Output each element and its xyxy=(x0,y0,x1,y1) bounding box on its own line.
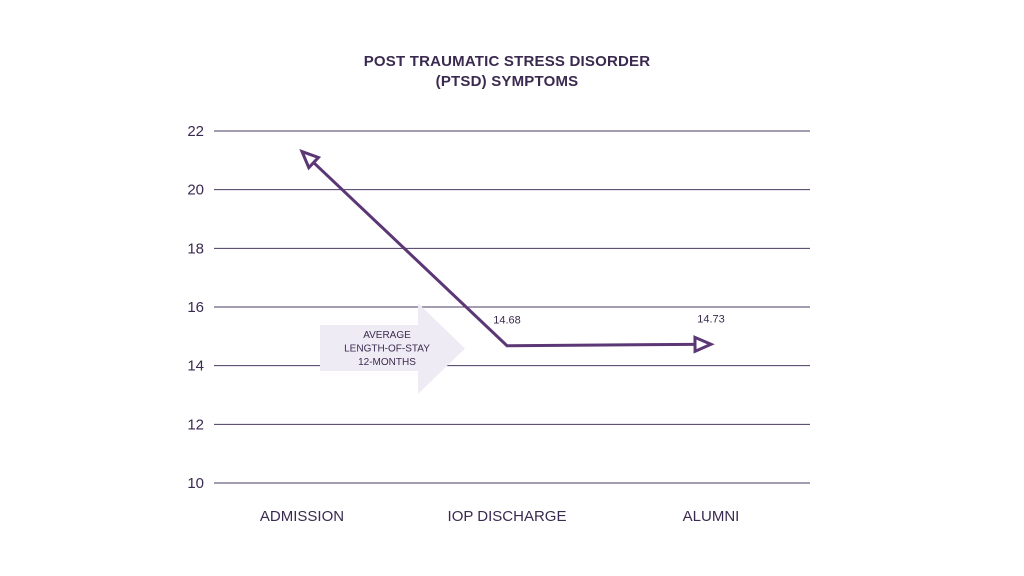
data-label-1: 14.68 xyxy=(493,315,521,327)
x-category-label-2: ALUMNI xyxy=(683,508,740,525)
data-label-2: 14.73 xyxy=(697,313,725,325)
y-tick-label-20: 20 xyxy=(187,182,204,199)
start-arrowhead xyxy=(299,148,322,171)
annotation-line-2: LENGTH-OF-STAY xyxy=(344,344,430,355)
length-of-stay-annotation: AVERAGE LENGTH-OF-STAY 12-MONTHS xyxy=(320,303,465,394)
grid-lines xyxy=(214,130,810,484)
end-arrowhead xyxy=(693,335,715,354)
y-tick-label-12: 12 xyxy=(187,416,204,433)
y-tick-label-10: 10 xyxy=(187,475,204,492)
data-labels: 14.68 14.73 xyxy=(493,313,725,326)
annotation-arrow-shape xyxy=(320,303,465,394)
series-line xyxy=(299,148,715,354)
y-axis-tick-labels: 10 12 14 16 18 20 22 xyxy=(187,123,204,492)
y-tick-label-18: 18 xyxy=(187,240,204,257)
x-axis-category-labels: ADMISSION IOP DISCHARGE ALUMNI xyxy=(260,508,739,525)
x-category-label-0: ADMISSION xyxy=(260,508,344,525)
y-tick-label-16: 16 xyxy=(187,299,204,316)
y-tick-label-22: 22 xyxy=(187,123,204,140)
annotation-line-1: AVERAGE xyxy=(363,330,411,341)
y-tick-label-14: 14 xyxy=(187,358,204,375)
chart-title-line-2: (PTSD) SYMPTOMS xyxy=(435,73,579,90)
annotation-line-3: 12-MONTHS xyxy=(358,357,416,368)
chart-title-line-1: POST TRAUMATIC STRESS DISORDER xyxy=(363,53,651,70)
chart-title: POST TRAUMATIC STRESS DISORDER (PTSD) SY… xyxy=(0,52,1014,92)
x-category-label-1: IOP DISCHARGE xyxy=(448,508,567,525)
